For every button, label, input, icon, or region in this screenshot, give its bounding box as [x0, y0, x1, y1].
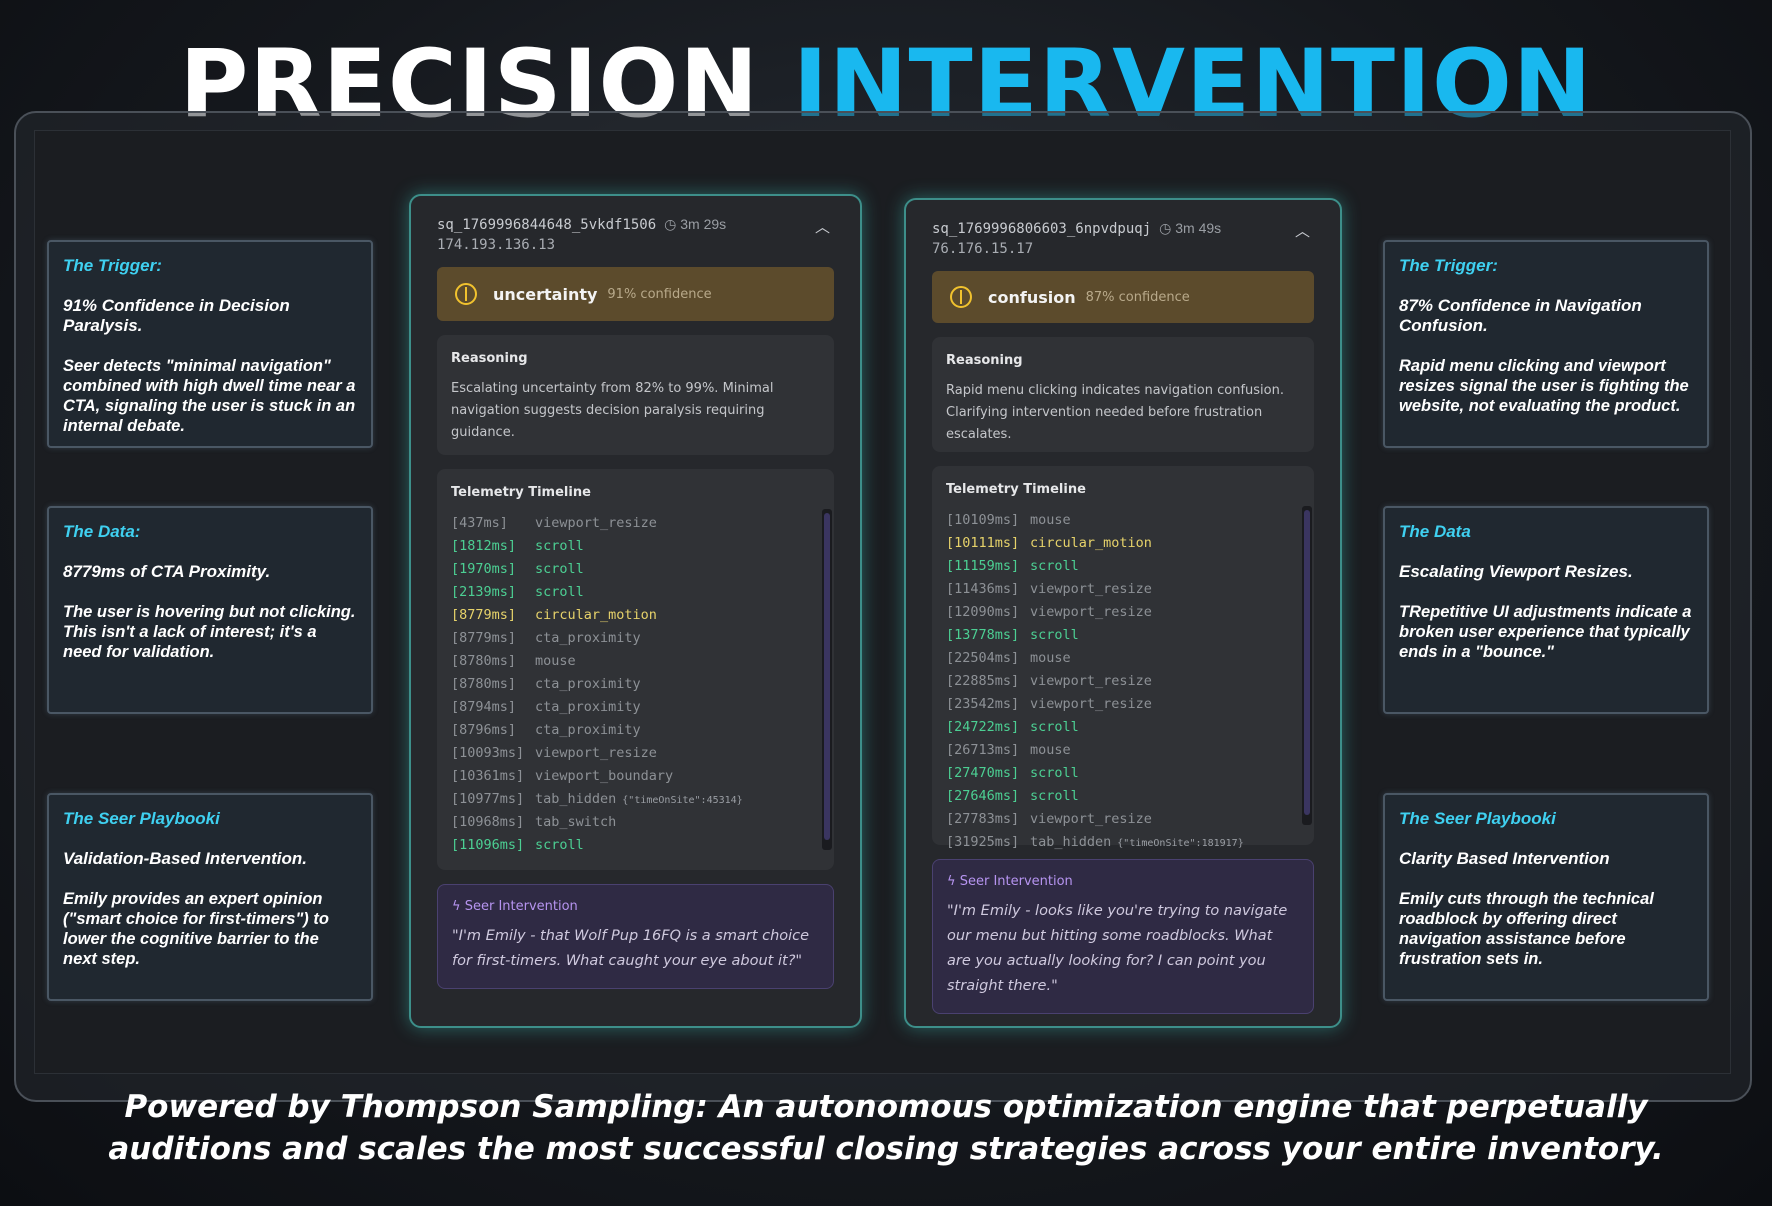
telemetry-event: [1970ms]scroll	[451, 561, 584, 577]
session-ip: 174.193.136.13	[437, 237, 556, 253]
timeline-scrollbar[interactable]	[1302, 506, 1312, 825]
card-subheading: Escalating Viewport Resizes.	[1399, 562, 1633, 581]
collapse-chevron-icon[interactable]: ︿	[814, 218, 830, 236]
session-header: sq_1769996844648_5vkdf1506 ◷ 3m 29s ︿ 174.1…	[437, 216, 834, 253]
telemetry-timeline: Telemetry Timeline[10109ms]mouse[10111ms…	[932, 466, 1314, 850]
card-heading: The Seer Playbooki	[1399, 809, 1556, 828]
telemetry-event: [11436ms]viewport_resize	[946, 581, 1152, 597]
clock-icon: ◷	[664, 216, 677, 232]
telemetry-event: [27470ms]scroll	[946, 765, 1079, 781]
right-insight-card: The Trigger: 87% Confidence in Navigatio…	[1383, 240, 1709, 448]
seer-intervention: ϟ Seer Intervention"I'm Emily - that Wol…	[437, 884, 834, 989]
telemetry-event: [31925ms]tab_hidden{"timeOnSite":181917}	[946, 834, 1244, 850]
telemetry-event: [11096ms]scroll	[451, 837, 584, 853]
telemetry-event: [22885ms]viewport_resize	[946, 673, 1152, 689]
card-body: The user is hovering but not clicking. T…	[63, 603, 356, 661]
session-id: sq_1769996806603_6npvdpuqj	[932, 221, 1152, 237]
telemetry-event: [10361ms]viewport_boundary	[451, 768, 674, 784]
seer-intervention: ϟ Seer Intervention"I'm Emily - looks li…	[932, 859, 1314, 1014]
telemetry-event: [12090ms]viewport_resize	[946, 604, 1152, 620]
timeline-scrollbar[interactable]	[822, 509, 832, 850]
telemetry-event: [13778ms]scroll	[946, 627, 1079, 643]
telemetry-event: [11159ms]scroll	[946, 558, 1079, 574]
telemetry-event: [26713ms]mouse	[946, 742, 1071, 758]
telemetry-event: [8780ms]mouse	[451, 653, 576, 669]
brain-icon	[455, 283, 477, 305]
card-heading: The Data	[1399, 522, 1471, 541]
telemetry-event: [27646ms]scroll	[946, 788, 1079, 804]
footer-tagline: Powered by Thompson Sampling: An autonom…	[108, 1089, 1664, 1167]
session-ip: 76.176.15.17	[932, 241, 1034, 257]
telemetry-event: [27783ms]viewport_resize	[946, 811, 1152, 827]
session-header: sq_1769996806603_6npvdpuqj ◷ 3m 49s ︿ 76.17…	[932, 220, 1314, 257]
session-duration: 3m 49s	[1175, 220, 1222, 236]
card-heading: The Data:	[63, 522, 141, 541]
card-body: Emily provides an expert opinion ("smart…	[63, 890, 329, 968]
card-subheading: 87% Confidence in Navigation Confusion.	[1399, 296, 1642, 335]
left-insight-card: The Seer Playbooki Validation-Based Inte…	[47, 793, 373, 1001]
card-heading: The Seer Playbooki	[63, 809, 220, 828]
telemetry-event: [10977ms]tab_hidden{"timeOnSite":45314}	[451, 791, 743, 807]
card-subheading: 8779ms of CTA Proximity.	[63, 562, 271, 581]
card-heading: The Trigger:	[63, 256, 162, 275]
left-insight-card: The Trigger: 91% Confidence in Decision …	[47, 240, 373, 448]
telemetry-timeline: Telemetry Timeline[437ms]viewport_resize…	[437, 469, 834, 870]
left-insight-card: The Data: 8779ms of CTA Proximity. The u…	[47, 506, 373, 714]
telemetry-event: [2139ms]scroll	[451, 584, 584, 600]
card-subheading: 91% Confidence in Decision Paralysis.	[63, 296, 290, 335]
right-insight-card: The Seer Playbooki Clarity Based Interve…	[1383, 793, 1709, 1001]
session-duration: 3m 29s	[680, 216, 727, 232]
telemetry-event: [8779ms]cta_proximity	[451, 630, 641, 646]
right-insight-card: The Data Escalating Viewport Resizes. TR…	[1383, 506, 1709, 714]
telemetry-event: [8779ms]circular_motion	[451, 607, 657, 623]
session-panel: sq_1769996806603_6npvdpuqj ◷ 3m 49s ︿ 76.17…	[904, 198, 1342, 1028]
session-id: sq_1769996844648_5vkdf1506	[437, 217, 657, 233]
clock-icon: ◷	[1159, 220, 1172, 236]
telemetry-event: [22504ms]mouse	[946, 650, 1071, 666]
telemetry-event: [8794ms]cta_proximity	[451, 699, 641, 715]
telemetry-event: [1812ms]scroll	[451, 538, 584, 554]
telemetry-event: [23542ms]viewport_resize	[946, 696, 1152, 712]
telemetry-event: [10968ms]tab_switch	[451, 814, 617, 830]
telemetry-event: [437ms]viewport_resize	[451, 515, 657, 531]
lightning-icon: ϟ	[947, 874, 956, 889]
telemetry-event: [8780ms]cta_proximity	[451, 676, 641, 692]
card-body: Seer detects "minimal navigation" combin…	[63, 357, 356, 435]
brain-icon	[950, 286, 972, 308]
telemetry-event: [10093ms]viewport_resize	[451, 745, 657, 761]
session-panel: sq_1769996844648_5vkdf1506 ◷ 3m 29s ︿ 174.1…	[409, 194, 862, 1028]
card-body: TRepetitive UI adjustments indicate a br…	[1399, 603, 1692, 661]
telemetry-event: [8796ms]cta_proximity	[451, 722, 641, 738]
card-heading: The Trigger:	[1399, 256, 1498, 275]
telemetry-event: [24722ms]scroll	[946, 719, 1079, 735]
lightning-icon: ϟ	[452, 899, 461, 914]
card-subheading: Clarity Based Intervention	[1399, 849, 1610, 868]
telemetry-event: [10109ms]mouse	[946, 512, 1071, 528]
card-subheading: Validation-Based Intervention.	[63, 849, 308, 868]
card-body: Rapid menu clicking and viewport resizes…	[1399, 357, 1689, 415]
card-body: Emily cuts through the technical roadblo…	[1399, 890, 1654, 968]
collapse-chevron-icon[interactable]: ︿	[1294, 222, 1310, 240]
telemetry-event: [10111ms]circular_motion	[946, 535, 1152, 551]
